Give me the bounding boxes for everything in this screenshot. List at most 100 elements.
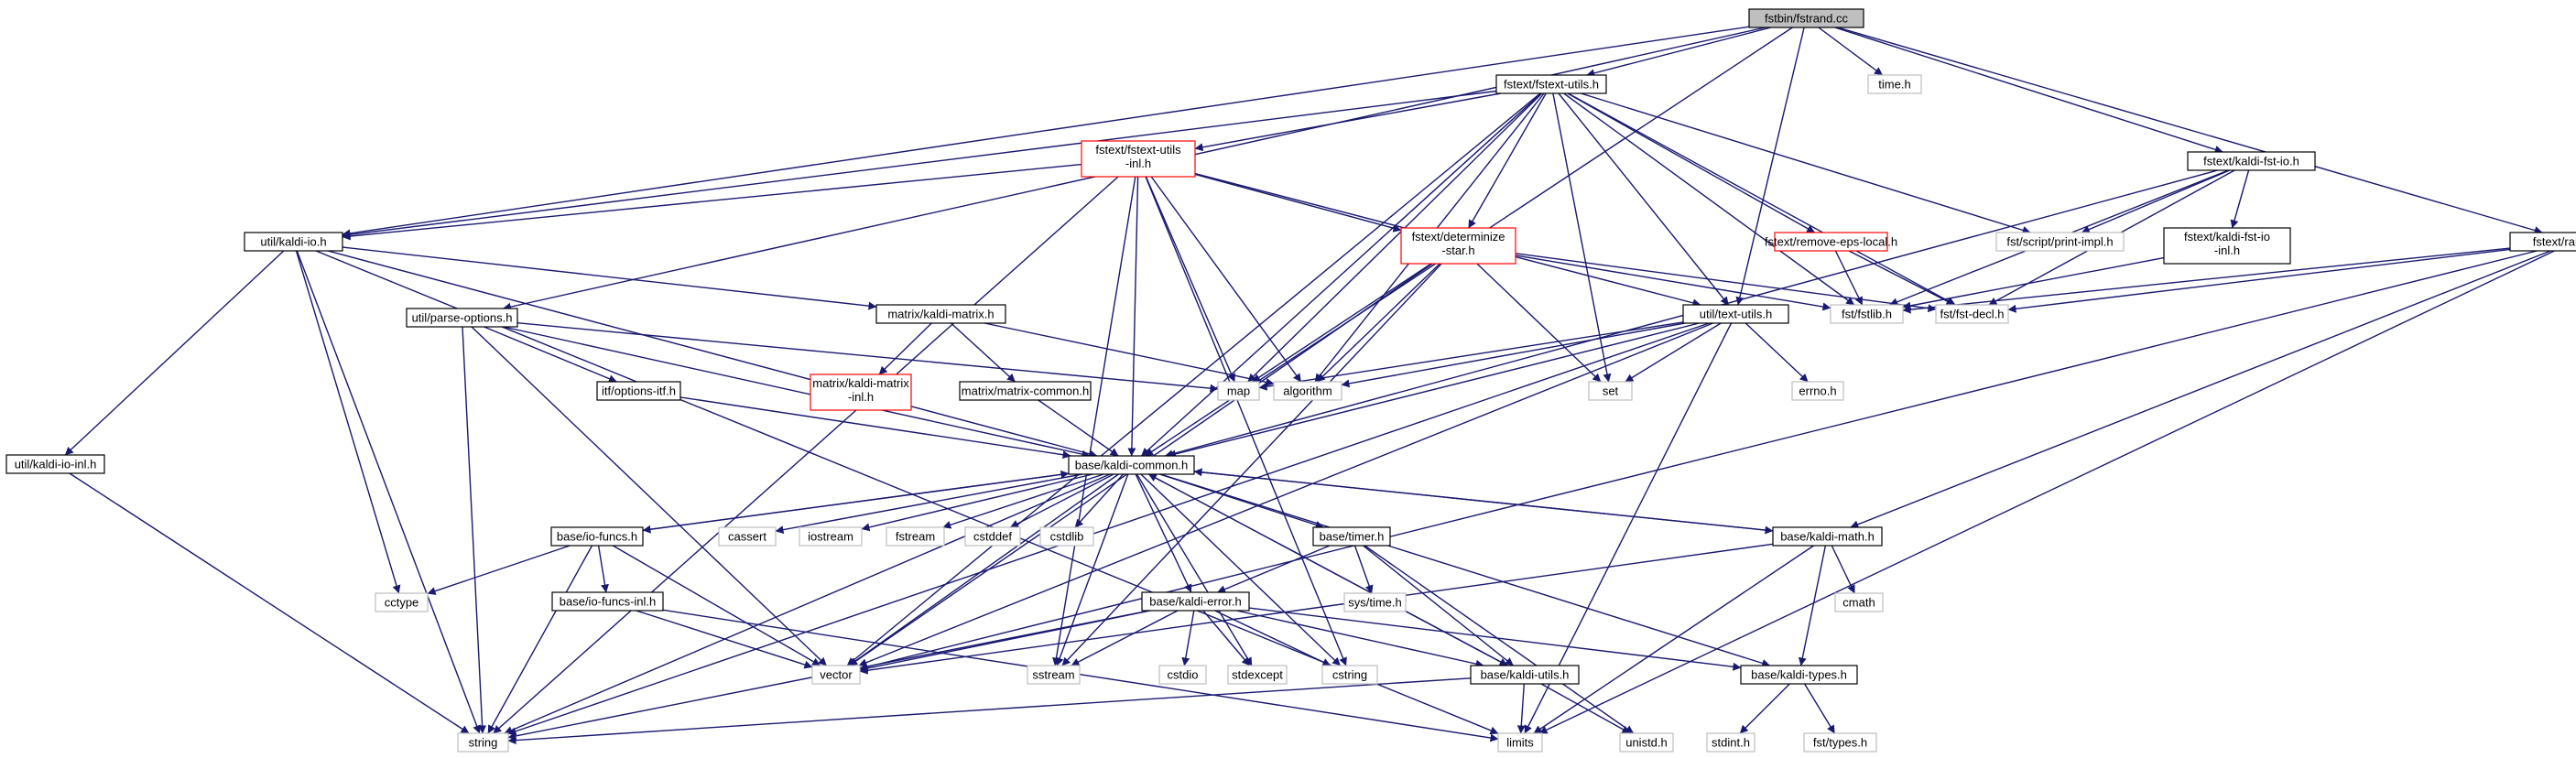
node-box-kio <box>244 232 343 252</box>
node-label-timer: base/timer.h <box>1320 530 1385 544</box>
node-errno[interactable]: errno.h <box>1791 381 1844 401</box>
node-mkm[interactable]: matrix/kaldi-matrix.h <box>875 304 1006 324</box>
node-string[interactable]: string <box>457 732 509 753</box>
node-box-mkm <box>875 304 1006 324</box>
edge-fuinl-to-sstream <box>1052 176 1136 666</box>
node-stdint[interactable]: stdint.h <box>1706 732 1755 753</box>
node-timer[interactable]: base/timer.h <box>1312 526 1391 547</box>
node-vector[interactable]: vector <box>811 665 861 685</box>
edge-iofinl-to-vector <box>636 610 813 669</box>
node-iofinl[interactable]: base/io-funcs-inl.h <box>551 591 664 612</box>
edge-po-to-string <box>462 326 487 734</box>
node-ku[interactable]: base/kaldi-utils.h <box>1470 665 1580 685</box>
node-mkminl[interactable]: matrix/kaldi-matrix-inl.h <box>810 374 912 411</box>
node-fsttypes[interactable]: fst/types.h <box>1803 732 1877 753</box>
node-iof[interactable]: base/io-funcs.h <box>550 526 644 547</box>
edge-kc-to-cstdlib <box>1074 473 1125 528</box>
edge-ke-to-kt <box>1248 607 1742 671</box>
edge-fuinl-to-kc <box>1127 176 1139 457</box>
node-layer: fstbin/fstrand.cc fstext/fstext-utils.h ti… <box>5 8 2576 753</box>
edge-km-to-limits <box>1533 545 1814 734</box>
node-box-timer <box>1312 526 1391 547</box>
edge-ke-to-cstdio <box>1181 610 1195 666</box>
edge-tu-to-algorithm <box>1341 322 1685 388</box>
node-box-string <box>457 732 509 753</box>
node-det[interactable]: fstext/determinize-star.h <box>1400 227 1516 265</box>
node-cassert[interactable]: cassert <box>718 526 777 547</box>
node-fstlib[interactable]: fst/fstlib.h <box>1830 304 1904 324</box>
node-fstdecl[interactable]: fst/fst-decl.h <box>1935 304 2009 324</box>
node-kfioinl[interactable]: fstext/kaldi-fst-io-inl.h <box>2163 227 2291 265</box>
node-cstddef[interactable]: cstddef <box>964 526 1021 547</box>
edge-iofinl-to-limits <box>662 609 1499 742</box>
edge-iof-to-kc <box>642 470 1070 531</box>
node-fuinl[interactable]: fstext/fstext-utils-inl.h <box>1081 140 1196 178</box>
node-tu[interactable]: util/text-utils.h <box>1682 304 1789 324</box>
node-box-itf <box>596 381 681 401</box>
edge-rand-to-vector <box>859 250 2538 671</box>
node-fu[interactable]: fstext/fstext-utils.h <box>1495 74 1607 94</box>
node-label-iostream: iostream <box>808 530 853 544</box>
node-iostream[interactable]: iostream <box>799 526 863 547</box>
node-label-errno: errno.h <box>1799 384 1836 398</box>
node-mc[interactable]: matrix/matrix-common.h <box>959 381 1092 401</box>
node-printimpl[interactable]: fst/script/print-impl.h <box>1995 232 2125 252</box>
node-rand[interactable]: fstext/rand-fst.h <box>2509 232 2576 252</box>
node-kfio[interactable]: fstext/kaldi-fst-io.h <box>2187 151 2316 171</box>
node-unistd[interactable]: unistd.h <box>1619 732 1674 753</box>
node-cmath[interactable]: cmath <box>1834 592 1884 612</box>
node-label-cstddef: cstddef <box>973 530 1012 544</box>
node-cstdlib[interactable]: cstdlib <box>1039 526 1094 547</box>
node-set[interactable]: set <box>1588 381 1633 401</box>
node-label-fuinl-2: -inl.h <box>1125 157 1151 170</box>
node-label-algorithm: algorithm <box>1283 384 1331 398</box>
node-systime[interactable]: sys/time.h <box>1343 592 1407 612</box>
node-cstdio[interactable]: cstdio <box>1158 665 1207 685</box>
node-label-systime: sys/time.h <box>1348 596 1402 610</box>
edge-kc-to-ke <box>1135 473 1192 593</box>
edge-fu-to-fuinl <box>1194 92 1501 152</box>
edge-fu-to-det <box>1468 92 1547 229</box>
edge-kio-to-kc <box>327 250 1098 459</box>
node-rem[interactable]: fstext/remove-eps-local.h <box>1765 232 1897 252</box>
node-label-km: base/kaldi-math.h <box>1780 530 1875 544</box>
node-sstream[interactable]: sstream <box>1027 665 1081 685</box>
edge-det-to-set <box>1476 263 1602 383</box>
node-box-rem <box>1774 232 1888 252</box>
node-kio[interactable]: util/kaldi-io.h <box>244 232 343 252</box>
node-label-det-1: fstext/determinize <box>1412 230 1505 244</box>
edge-ku-to-unistd <box>1540 683 1631 734</box>
node-stdexcept[interactable]: stdexcept <box>1227 665 1288 685</box>
edge-kioinl-to-string <box>69 472 470 734</box>
edge-mkm-to-mc <box>951 322 1016 383</box>
edge-tu-to-kc <box>1168 322 1700 459</box>
edge-fuinl-to-string <box>493 176 1119 734</box>
node-root[interactable]: fstbin/fstrand.cc <box>1748 8 1864 28</box>
node-box-po <box>406 308 518 328</box>
node-kt[interactable]: base/kaldi-types.h <box>1740 665 1858 685</box>
edge-tu-to-map <box>1258 321 1684 391</box>
edge-mkm-to-mkminl <box>878 322 932 375</box>
edge-kio-to-mkm <box>342 246 877 310</box>
node-kc[interactable]: base/kaldi-common.h <box>1068 455 1195 475</box>
node-box-iof <box>550 526 644 547</box>
node-po[interactable]: util/parse-options.h <box>406 308 518 328</box>
edge-root-to-timeh <box>1818 27 1884 76</box>
node-box-fu <box>1495 74 1607 94</box>
edge-kfio-to-kfioinl <box>2230 169 2250 229</box>
node-kioinl[interactable]: util/kaldi-io-inl.h <box>5 454 105 474</box>
node-label-kfio: fstext/kaldi-fst-io.h <box>2203 155 2299 168</box>
node-box-cstring <box>1321 665 1378 685</box>
node-map[interactable]: map <box>1217 381 1260 401</box>
node-limits[interactable]: limits <box>1497 732 1543 753</box>
node-itf[interactable]: itf/options-itf.h <box>596 381 681 401</box>
node-fstream[interactable]: fstream <box>886 526 945 547</box>
node-cstring[interactable]: cstring <box>1321 665 1378 685</box>
edge-rem-to-fstdecl <box>1848 250 1955 306</box>
node-ke[interactable]: base/kaldi-error.h <box>1141 591 1250 612</box>
node-algorithm[interactable]: algorithm <box>1273 381 1342 401</box>
node-km[interactable]: base/kaldi-math.h <box>1772 526 1883 547</box>
node-timeh[interactable]: time.h <box>1867 74 1922 94</box>
edge-mc-to-kc <box>1038 399 1119 457</box>
node-cctype[interactable]: cctype <box>375 592 429 612</box>
